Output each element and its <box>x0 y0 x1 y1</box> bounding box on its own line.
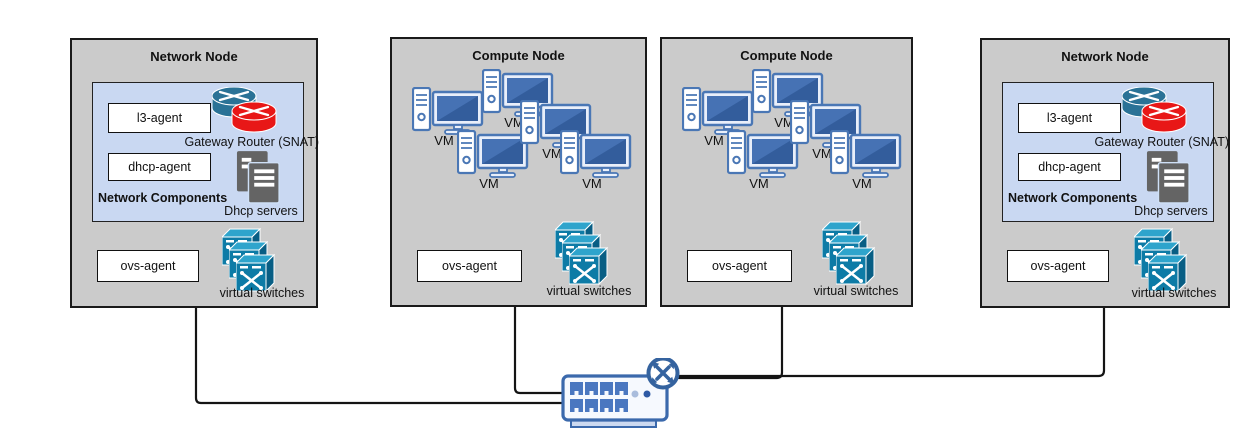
network-components-group: l3-agent Gateway Router (SNAT) dhcp-agen… <box>92 82 319 222</box>
vm-label: VM <box>504 115 524 130</box>
node-title: Compute Node <box>740 48 833 63</box>
virtual-switches-caption: virtual switches <box>546 284 632 298</box>
vm-unit: VM <box>790 100 862 166</box>
ovs-agent-box: ovs-agent <box>687 250 792 282</box>
desktop-computer-icon <box>560 130 632 180</box>
vm-unit: VM <box>830 130 902 196</box>
gateway-router-caption: Gateway Router (SNAT) <box>1094 135 1229 149</box>
virtual-switches-caption: virtual switches <box>813 284 899 298</box>
network-node: Network Node l3-agent Gateway Router (SN… <box>70 38 319 308</box>
ovs-agent-box: ovs-agent <box>97 250 199 282</box>
virtual-switches-caption: virtual switches <box>219 286 305 300</box>
vm-label: VM <box>774 115 794 130</box>
vm-unit: VM <box>457 130 529 196</box>
vm-unit: VM <box>752 69 824 135</box>
dhcp-servers-icon <box>1146 150 1192 206</box>
dhcp-agent-box: dhcp-agent <box>108 153 211 181</box>
vm-label: VM <box>852 176 872 191</box>
virtual-switches-icon <box>222 227 276 293</box>
l3-agent-box: l3-agent <box>108 103 211 133</box>
dhcp-servers-icon <box>236 150 282 206</box>
compute-node: Compute Node VM VM VM VM VM ovs-agent vi… <box>660 37 913 307</box>
desktop-computer-icon <box>727 130 799 180</box>
vm-label: VM <box>434 133 454 148</box>
node-title: Network Node <box>150 49 238 64</box>
vm-label: VM <box>749 176 769 191</box>
node-title: Network Node <box>1061 49 1149 64</box>
virtual-switches-caption: virtual switches <box>1131 286 1217 300</box>
node-title: Compute Node <box>472 48 565 63</box>
vm-label: VM <box>812 146 832 161</box>
virtual-switches-icon <box>555 220 609 286</box>
vm-unit: VM <box>520 100 592 166</box>
vm-label: VM <box>479 176 499 191</box>
dhcp-servers-caption: Dhcp servers <box>1134 204 1208 218</box>
wire-network2-to-switch <box>677 301 1106 378</box>
gateway-router-icon <box>211 87 279 137</box>
vm-unit: VM <box>412 87 484 153</box>
compute-node: Compute Node VM VM VM VM VM ovs-agent vi… <box>390 37 647 307</box>
network-components-label: Network Components <box>1008 191 1138 205</box>
vm-label: VM <box>582 176 602 191</box>
vm-unit: VM <box>560 130 632 196</box>
network-node: Network Node l3-agent Gateway Router (SN… <box>980 38 1230 308</box>
virtual-switches-icon <box>1134 227 1188 293</box>
ovs-agent-box: ovs-agent <box>1007 250 1109 282</box>
network-components-label: Network Components <box>98 191 228 205</box>
dhcp-agent-box: dhcp-agent <box>1018 153 1121 181</box>
wire-compute1-to-switch <box>513 305 568 395</box>
vm-unit: VM <box>727 130 799 196</box>
l3-agent-box: l3-agent <box>1018 103 1121 133</box>
desktop-computer-icon <box>830 130 902 180</box>
vm-unit: VM <box>482 69 554 135</box>
gateway-router-icon <box>1121 87 1189 137</box>
vm-label: VM <box>704 133 724 148</box>
desktop-computer-icon <box>457 130 529 180</box>
wire-network1-to-switch <box>194 306 568 405</box>
ethernet-switch-icon <box>555 358 695 436</box>
vm-unit: VM <box>682 87 754 153</box>
dhcp-servers-caption: Dhcp servers <box>224 204 298 218</box>
network-components-group: l3-agent Gateway Router (SNAT) dhcp-agen… <box>1002 82 1229 222</box>
vm-label: VM <box>542 146 562 161</box>
ovs-agent-box: ovs-agent <box>417 250 522 282</box>
gateway-router-caption: Gateway Router (SNAT) <box>184 135 319 149</box>
virtual-switches-icon <box>822 220 876 286</box>
